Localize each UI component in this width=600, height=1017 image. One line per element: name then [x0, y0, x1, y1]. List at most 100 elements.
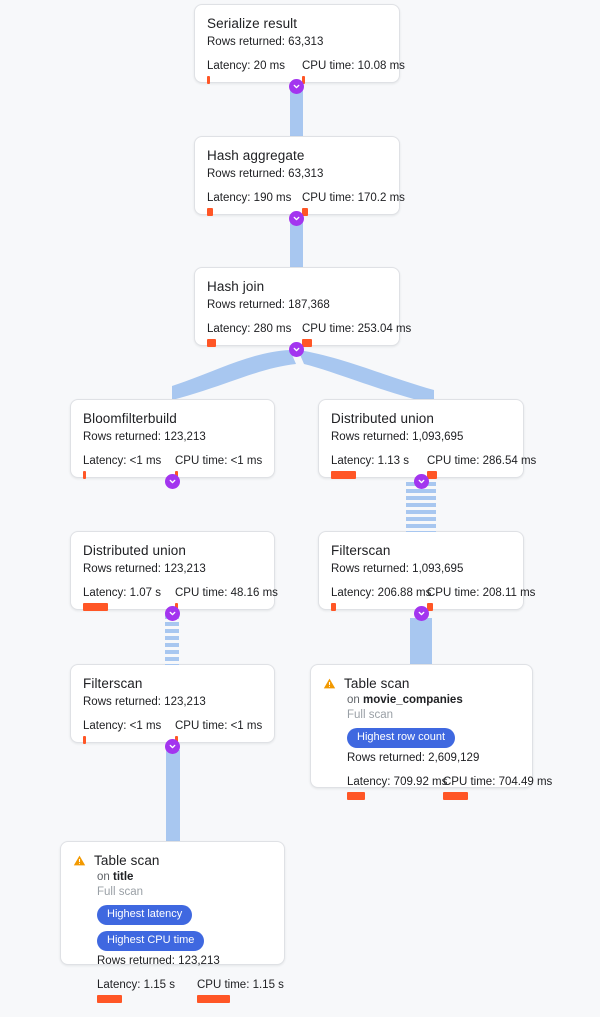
expand-connector-distributed-union-left[interactable] — [165, 606, 180, 621]
node-metrics: Latency: 1.15 s CPU time: 1.15 s — [97, 978, 284, 1003]
node-rows-returned: Rows returned: 123,213 — [83, 696, 206, 708]
plan-node-serialize-result[interactable]: Serialize result Rows returned: 63,313 L… — [194, 4, 405, 84]
metric-latency-bar — [83, 471, 86, 479]
node-on-prefix: on — [347, 694, 363, 706]
node-table-name: title — [113, 871, 134, 883]
node-title: Table scan — [94, 853, 160, 868]
chevron-down-icon — [418, 611, 425, 616]
metric-latency-label: Latency: 709.92 ms — [347, 776, 448, 788]
expand-connector-filterscan-left[interactable] — [165, 739, 180, 754]
expand-connector-serialize-result[interactable] — [289, 79, 304, 94]
metric-cpu-bar — [197, 995, 230, 1003]
plan-node-table-scan-title[interactable]: Table scan on title Full scan Highest la… — [60, 841, 285, 1003]
metric-latency-bar — [207, 208, 213, 216]
metric-cpu-bar — [427, 603, 433, 611]
plan-node-filterscan-right[interactable]: Filterscan Rows returned: 1,093,695 Late… — [318, 531, 535, 611]
metric-cpu: CPU time: 704.49 ms — [443, 775, 552, 800]
node-rows-returned: Rows returned: 123,213 — [97, 955, 220, 967]
node-badges: Highest row count — [347, 728, 520, 748]
node-header: Hash join — [207, 278, 387, 295]
metric-cpu-label: CPU time: 1.15 s — [197, 979, 284, 991]
metric-cpu: CPU time: 170.2 ms — [302, 191, 405, 216]
node-header: Hash aggregate — [207, 147, 387, 164]
node-title: Hash aggregate — [207, 148, 305, 163]
node-rows-returned: Rows returned: 2,609,129 — [347, 752, 480, 764]
node-metrics: Latency: 709.92 ms CPU time: 704.49 ms — [347, 775, 552, 800]
metric-cpu-label: CPU time: <1 ms — [175, 455, 263, 467]
metric-latency-label: Latency: 1.15 s — [97, 979, 175, 991]
metric-cpu: CPU time: 1.15 s — [197, 978, 284, 1003]
badge-highest-latency[interactable]: Highest latency — [97, 905, 193, 925]
expand-connector-hash-join[interactable] — [289, 342, 304, 357]
node-title: Hash join — [207, 279, 265, 294]
chevron-down-icon — [169, 479, 176, 484]
plan-node-hash-join[interactable]: Hash join Rows returned: 187,368 Latency… — [194, 267, 411, 347]
warning-triangle-icon — [73, 854, 86, 867]
metric-cpu-label: CPU time: 253.04 ms — [302, 323, 412, 335]
expand-connector-bloomfilterbuild[interactable] — [165, 474, 180, 489]
node-body: on title Full scan Highest latency Highe… — [73, 870, 284, 1003]
metric-latency-bar — [207, 76, 210, 84]
node-header-text: Table scan — [94, 852, 160, 869]
metric-cpu-bar — [302, 339, 312, 347]
expand-connector-filterscan-right[interactable] — [414, 606, 429, 621]
chevron-down-icon — [293, 216, 300, 221]
node-metrics: Latency: 1.07 s CPU time: 48.16 ms — [83, 586, 278, 611]
node-table-line: on title — [97, 870, 272, 885]
node-scan-type: Full scan — [347, 709, 394, 721]
metric-latency-label: Latency: 1.07 s — [83, 587, 161, 599]
warning-triangle-icon — [323, 677, 336, 690]
plan-node-hash-aggregate[interactable]: Hash aggregate Rows returned: 63,313 Lat… — [194, 136, 405, 216]
metric-latency: Latency: 190 ms — [207, 191, 302, 216]
metric-latency-label: Latency: 190 ms — [207, 192, 292, 204]
metric-latency-label: Latency: 20 ms — [207, 60, 285, 72]
plan-node-filterscan-left[interactable]: Filterscan Rows returned: 123,213 Latenc… — [70, 664, 275, 744]
metric-latency: Latency: 709.92 ms — [347, 775, 448, 800]
plan-node-distributed-union-left[interactable]: Distributed union Rows returned: 123,213… — [70, 531, 278, 611]
plan-node-distributed-union-right[interactable]: Distributed union Rows returned: 1,093,6… — [318, 399, 536, 479]
metric-cpu-label: CPU time: 208.11 ms — [427, 587, 536, 599]
badge-highest-cpu-time[interactable]: Highest CPU time — [97, 931, 205, 951]
node-rows-returned: Rows returned: 63,313 — [207, 168, 324, 180]
metric-cpu: CPU time: 286.54 ms — [427, 454, 536, 479]
metric-latency: Latency: 1.15 s — [97, 978, 197, 1003]
node-metrics: Latency: 206.88 ms CPU time: 208.11 ms — [331, 586, 535, 611]
node-rows-returned: Rows returned: 63,313 — [207, 36, 324, 48]
metric-cpu-label: CPU time: 704.49 ms — [443, 776, 553, 788]
node-rows-returned: Rows returned: 187,368 — [207, 299, 330, 311]
metric-cpu-label: CPU time: 170.2 ms — [302, 192, 405, 204]
chevron-down-icon — [418, 479, 425, 484]
node-metrics: Latency: 1.13 s CPU time: 286.54 ms — [331, 454, 536, 479]
metric-cpu-bar — [443, 792, 468, 800]
metric-cpu-bar — [427, 471, 437, 479]
metric-latency-label: Latency: <1 ms — [83, 720, 162, 732]
node-rows-returned: Rows returned: 1,093,695 — [331, 431, 464, 443]
metric-cpu-bar — [302, 208, 308, 216]
metric-cpu-label: CPU time: 286.54 ms — [427, 455, 537, 467]
node-header: Table scan — [73, 852, 272, 869]
node-title: Bloomfilterbuild — [83, 411, 177, 426]
node-title: Filterscan — [331, 543, 391, 558]
expand-connector-distributed-union-right[interactable] — [414, 474, 429, 489]
metric-latency: Latency: 1.07 s — [83, 586, 175, 611]
metric-latency-label: Latency: 206.88 ms — [331, 587, 432, 599]
chevron-down-icon — [169, 744, 176, 749]
metric-cpu: CPU time: 10.08 ms — [302, 59, 405, 84]
node-body: on movie_companies Full scan Highest row… — [323, 693, 552, 800]
expand-connector-hash-aggregate[interactable] — [289, 211, 304, 226]
metric-latency: Latency: 280 ms — [207, 322, 302, 347]
node-title: Table scan — [344, 676, 410, 691]
plan-node-bloomfilterbuild[interactable]: Bloomfilterbuild Rows returned: 123,213 … — [70, 399, 275, 479]
node-header: Filterscan — [331, 542, 511, 559]
node-rows-returned: Rows returned: 123,213 — [83, 431, 206, 443]
edge-striped-right — [406, 482, 436, 532]
metric-latency: Latency: 20 ms — [207, 59, 302, 84]
badge-highest-row-count[interactable]: Highest row count — [347, 728, 456, 748]
node-metrics: Latency: 280 ms CPU time: 253.04 ms — [207, 322, 411, 347]
metric-cpu: CPU time: 48.16 ms — [175, 586, 278, 611]
node-rows-returned: Rows returned: 123,213 — [83, 563, 206, 575]
node-header: Filterscan — [83, 675, 262, 692]
node-rows-returned: Rows returned: 1,093,695 — [331, 563, 464, 575]
plan-node-table-scan-movie-companies[interactable]: Table scan on movie_companies Full scan … — [310, 664, 552, 800]
node-metrics: Latency: 190 ms CPU time: 170.2 ms — [207, 191, 405, 216]
